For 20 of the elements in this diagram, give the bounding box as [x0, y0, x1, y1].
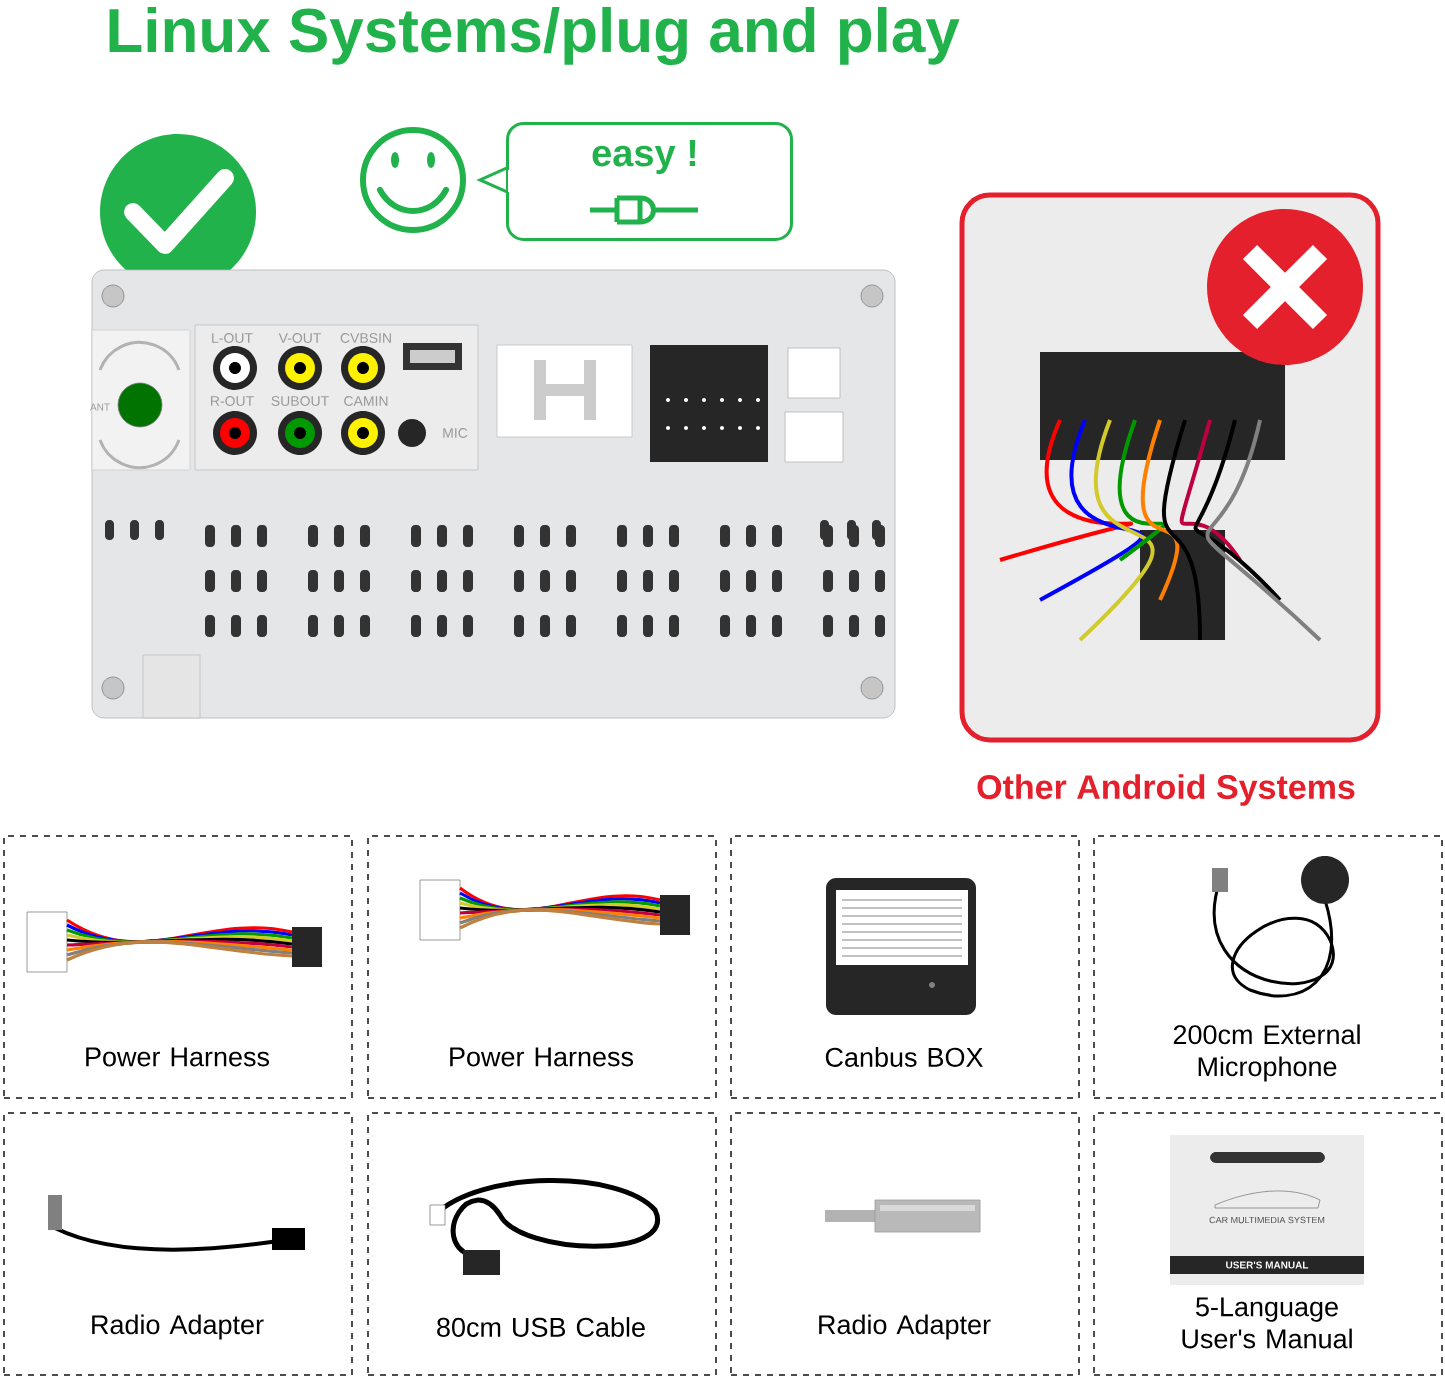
- item-card: 200cm External Microphone: [1093, 835, 1443, 1099]
- item-card: 80cm USB Cable: [367, 1112, 717, 1376]
- port-label: L-OUT: [212, 333, 253, 343]
- port-label: SUBOUT: [271, 396, 329, 406]
- port-label: CVBSIN: [340, 333, 391, 343]
- item-card: Radio Adapter: [3, 1112, 353, 1376]
- speech-bubble: easy !: [476, 122, 793, 241]
- item-card: Power Harness: [367, 835, 717, 1099]
- title: Linux Systems/plug and play: [109, 6, 960, 66]
- port-label: ANT: [90, 403, 110, 411]
- port-label: MIC: [443, 428, 468, 438]
- port-label: R-OUT: [211, 396, 254, 406]
- cover-text: CAR MULTIMEDIA SYSTEM: [1209, 1216, 1325, 1224]
- port-label: CAMIN: [344, 396, 388, 406]
- item-card: Canbus BOX: [730, 835, 1080, 1099]
- item-card: Power Harness: [3, 835, 353, 1099]
- port-label: V-OUT: [278, 333, 322, 343]
- item-card: Radio Adapter: [730, 1112, 1080, 1376]
- cover-text: USER'S MANUAL: [1226, 1261, 1309, 1269]
- caption: Other Android Systems: [977, 774, 1355, 806]
